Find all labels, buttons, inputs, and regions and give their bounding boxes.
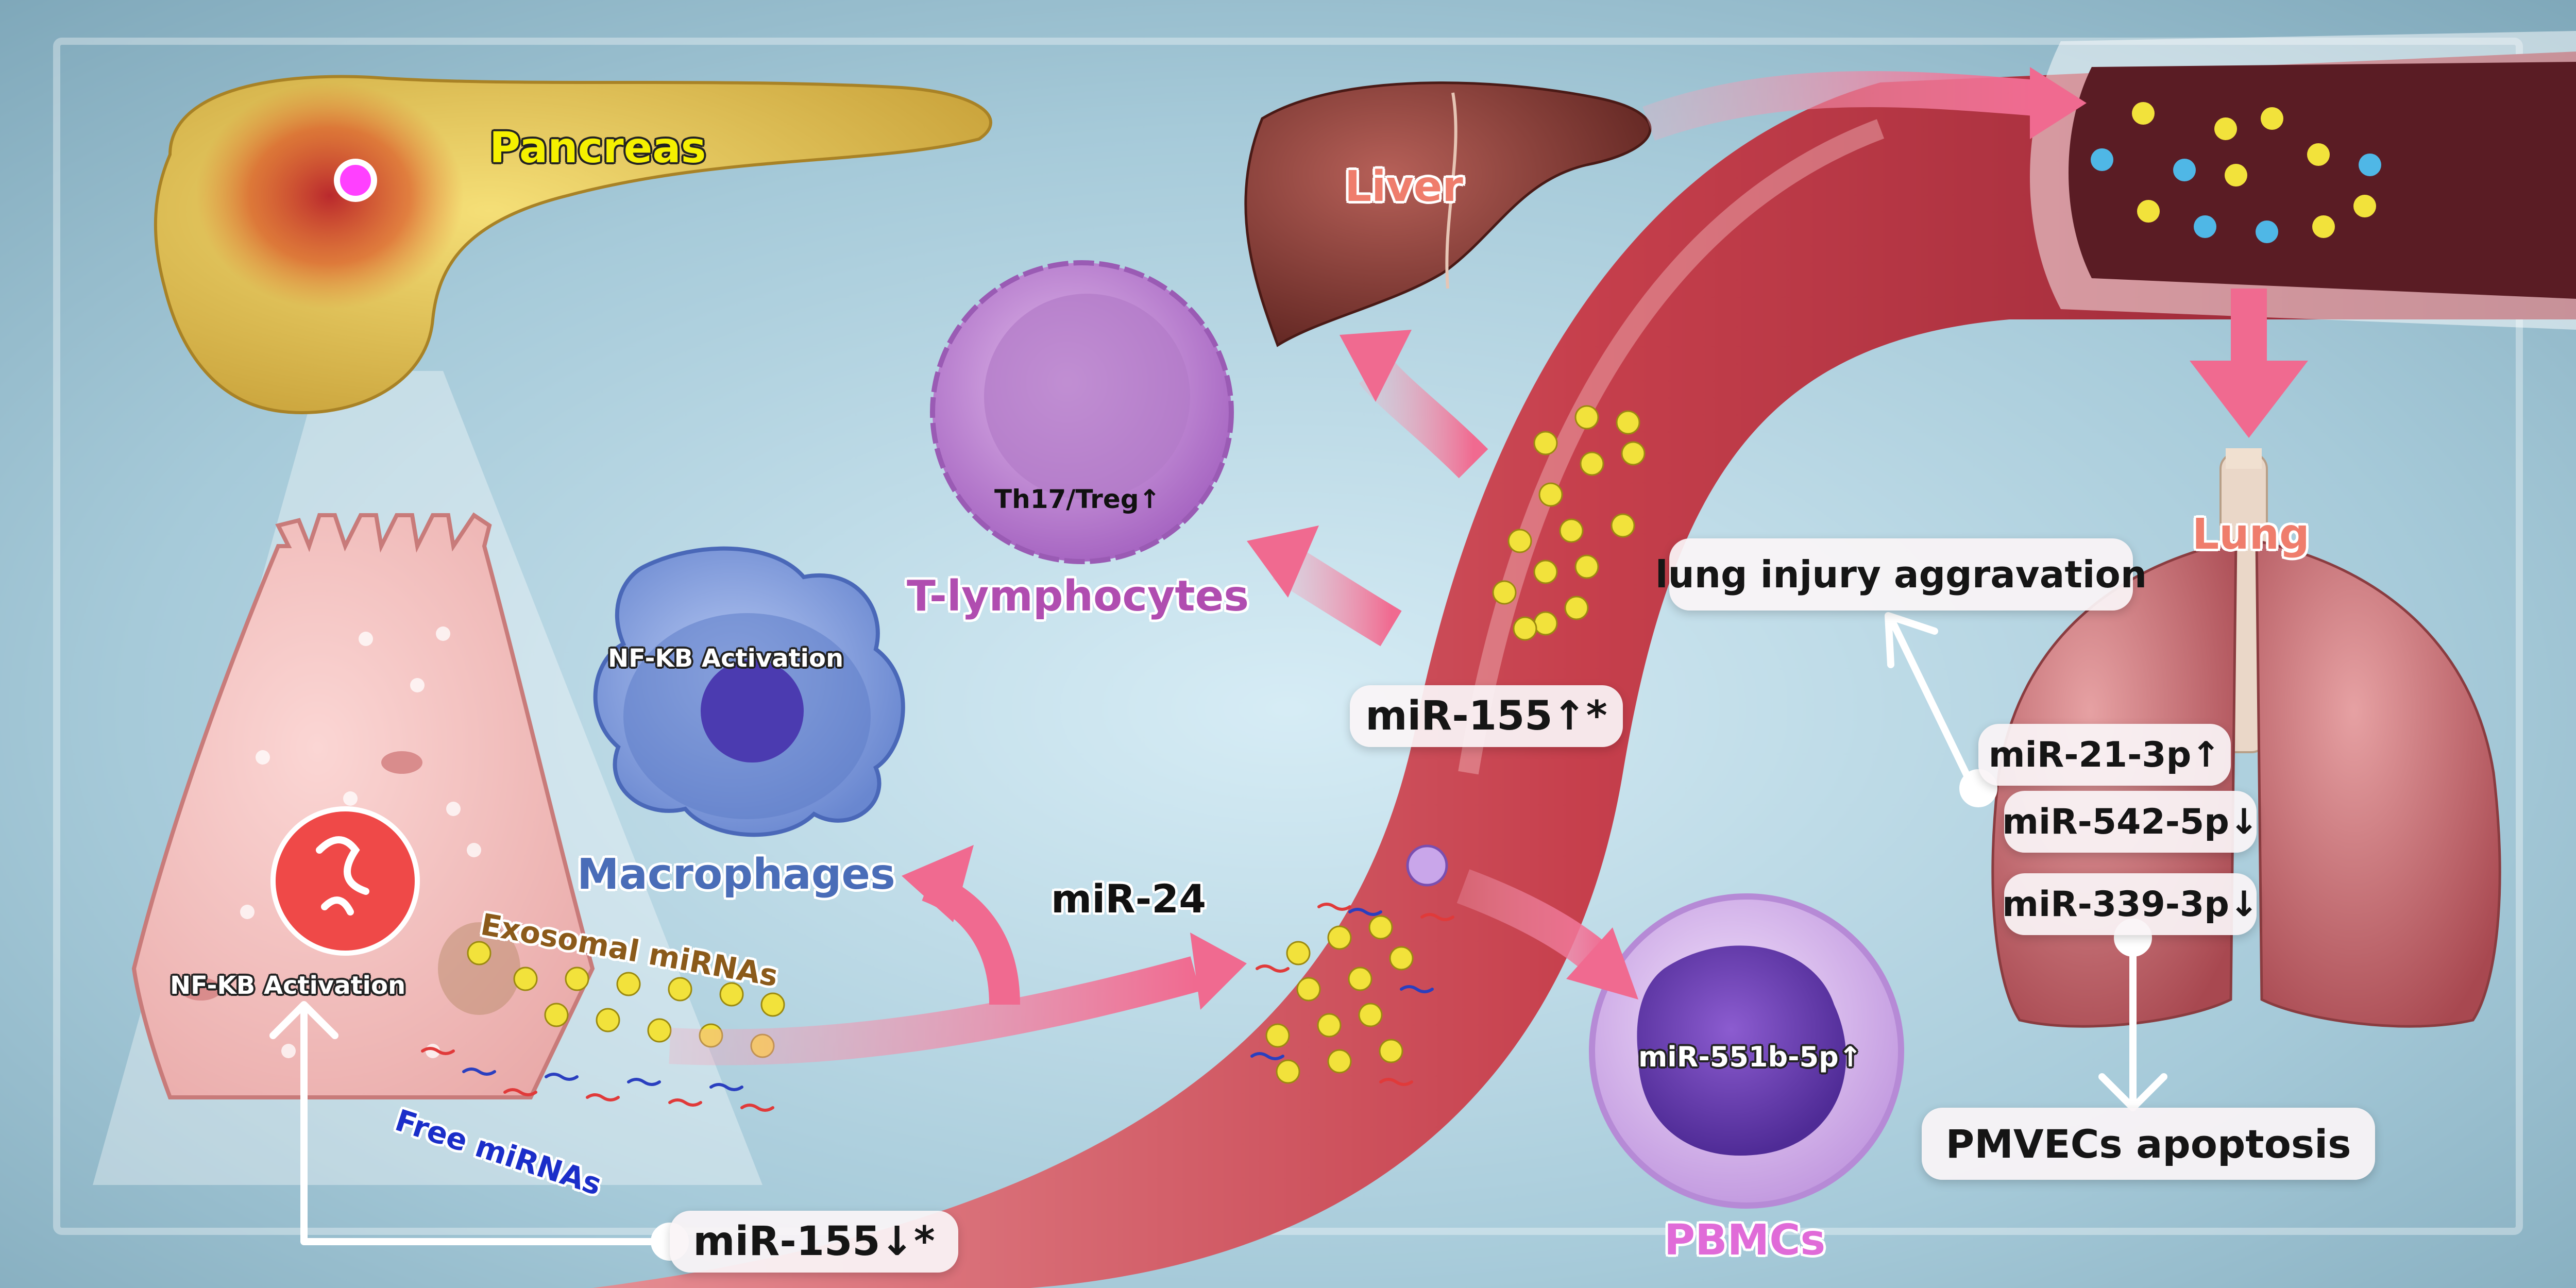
pbmc-cell [1589,893,1904,1209]
macrophage-cell [593,546,905,837]
pink-arrow-icon [1456,869,1638,999]
acinar-nfkb-label: NF-KB Activation [170,971,406,1000]
mir155-down-badge: miR-155↓* [670,1211,958,1273]
pbmc-mirna-label: miR-551b-5p↑ [1638,1041,1862,1073]
pancreas-label: Pancreas [489,124,706,173]
mir21-badge: miR-21-3p↑ [1978,724,2231,786]
pink-arrow-icon [1340,330,1488,479]
pmvecs-badge: PMVECs apoptosis [1922,1108,2375,1180]
pink-arrow-icon [902,845,1020,1005]
pink-arrow-icon [1247,526,1402,647]
mir542-badge: miR-542-5p↓ [2002,791,2259,853]
lung-label: Lung [2192,510,2310,559]
vessel-cross-section [2030,31,2576,330]
inflammation-focus-icon [334,159,377,202]
white-arrow-icon [1885,612,1997,807]
liver-label: Liver [1345,162,1463,211]
mirna-particles-upper [1492,405,1646,641]
macrophage-nfkb-label: NF-KB Activation [608,644,844,673]
liver-organ [1244,81,1652,347]
pink-arrow-icon [2190,289,2308,438]
mirna-particles-lower [1250,844,1454,1086]
pink-arrow-icon [669,933,1247,1065]
mir155-up-badge: miR-155↑* [1350,685,1623,747]
mir339-badge: miR-339-3p↓ [2002,873,2259,935]
th17-treg-label: Th17/Treg↑ [994,484,1161,514]
t-lymphocyte-cell [930,260,1234,564]
t-lymphocytes-label: T-lymphocytes [907,572,1249,621]
pink-arrows [669,67,2308,1065]
frame-border [53,38,2523,1235]
small-cell-icon [1406,844,1448,887]
mir-24-label: miR-24 [1051,876,1207,922]
mirna-particles-vessel [2091,102,2381,243]
pink-arrow-icon [1642,67,2087,141]
pbmcs-label: PBMCs [1664,1216,1826,1265]
lung-injury-badge: lung injury aggravation [1655,538,2147,611]
blood-vessel [592,52,2576,1288]
macrophages-label: Macrophages [577,850,895,899]
pancreas-organ [154,75,992,414]
